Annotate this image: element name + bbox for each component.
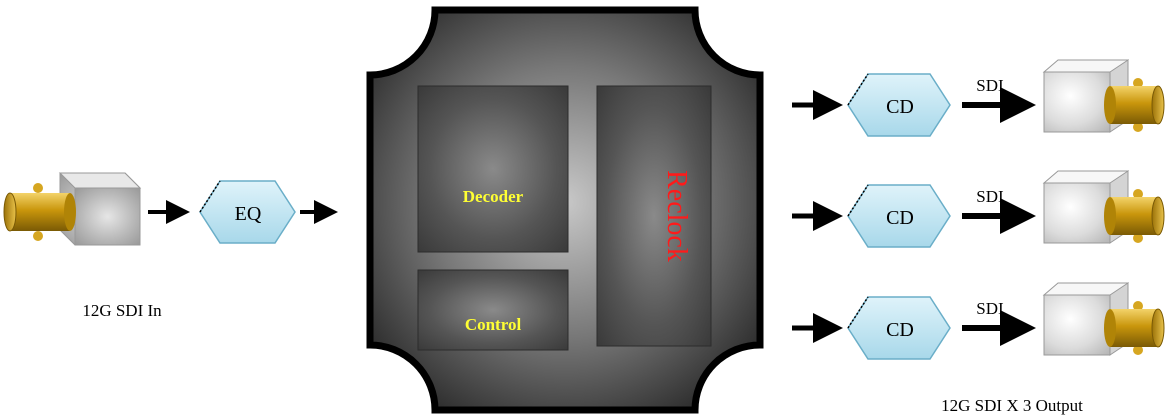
cd-label: CD	[886, 319, 914, 341]
eq-label: EQ	[235, 203, 262, 225]
cd-label: CD	[886, 96, 914, 118]
control-label: Control	[465, 315, 522, 334]
cable-driver-block: CD	[847, 296, 951, 360]
input-caption: 12G SDI In	[82, 301, 162, 320]
output-caption: 12G SDI X 3 Output	[941, 396, 1083, 415]
cable-driver-block: CD	[847, 73, 951, 137]
output-channel-3: CD SDI	[792, 282, 1165, 360]
sdi-label: SDI	[976, 187, 1004, 206]
processor-chip: Decoder Control Reclock	[366, 6, 764, 414]
input-connector-icon	[3, 172, 142, 246]
output-channel-1: CD SDI	[792, 59, 1165, 137]
eq-block: EQ	[199, 180, 296, 244]
cd-label: CD	[886, 207, 914, 229]
output-connector-icon	[1042, 59, 1165, 133]
cable-driver-block: CD	[847, 184, 951, 248]
reclock-block: Reclock	[596, 85, 712, 347]
sdi-label: SDI	[976, 76, 1004, 95]
control-block: Control	[417, 269, 569, 351]
decoder-block: Decoder	[417, 85, 569, 253]
decoder-label: Decoder	[463, 187, 524, 206]
output-connector-icon	[1042, 282, 1165, 356]
output-connector-icon	[1042, 170, 1165, 244]
output-channels: CD SDI CD SDI CD SDI	[792, 59, 1165, 360]
reclock-label: Reclock	[661, 170, 692, 262]
output-channel-2: CD SDI	[792, 170, 1165, 248]
sdi-label: SDI	[976, 299, 1004, 318]
